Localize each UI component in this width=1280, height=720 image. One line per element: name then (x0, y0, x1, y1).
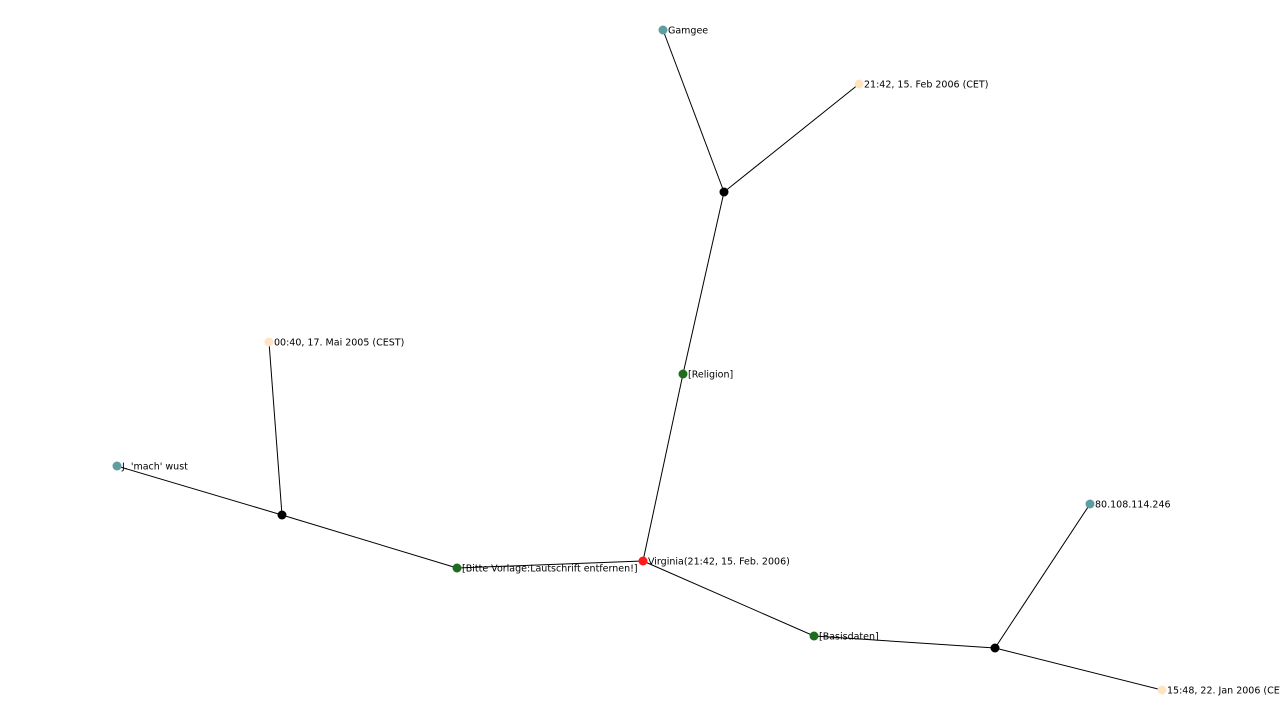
node-marker-user_ip[interactable] (1085, 499, 1095, 509)
edge-bitte-branch_left (281, 514, 458, 569)
node-user_gamgee[interactable]: Gamgee (658, 25, 709, 37)
edge-branch_left-time_mai (268, 341, 283, 516)
node-marker-religion[interactable] (678, 369, 688, 379)
edge-religion-branch_top (682, 191, 725, 375)
edge-root-basisdaten (642, 560, 815, 637)
node-basisdaten[interactable]: [Basisdaten] (809, 631, 879, 643)
node-label-bitte: [Bitte Vorlage:Lautschrift entfernen!] (462, 564, 638, 575)
node-time_feb[interactable]: 21:42, 15. Feb 2006 (CET) (854, 79, 989, 91)
node-label-user_ip: 80.108.114.246 (1095, 500, 1171, 511)
edge-root-religion (642, 373, 684, 562)
edge-branch_right-user_ip (994, 503, 1091, 649)
edge-branch_right-time_jan (994, 647, 1163, 691)
node-marker-root[interactable] (638, 556, 648, 566)
node-marker-bitte[interactable] (452, 563, 462, 573)
node-user_wust[interactable]: J. 'mach' wust (112, 461, 189, 473)
edge-branch_top-user_gamgee (662, 29, 725, 193)
node-marker-time_jan[interactable] (1157, 685, 1167, 695)
node-marker-user_wust[interactable] (112, 461, 122, 471)
node-marker-user_gamgee[interactable] (658, 25, 668, 35)
edges-layer (116, 29, 1163, 691)
node-bitte[interactable]: [Bitte Vorlage:Lautschrift entfernen!] (452, 563, 638, 575)
node-branch_top[interactable] (719, 187, 729, 197)
node-root[interactable]: Virginia(21:42, 15. Feb. 2006) (638, 556, 790, 568)
node-label-user_wust: J. 'mach' wust (121, 462, 188, 473)
edge-branch_left-user_wust (116, 465, 283, 516)
node-label-user_gamgee: Gamgee (668, 26, 708, 37)
node-religion[interactable]: [Religion] (678, 369, 734, 381)
node-label-time_feb: 21:42, 15. Feb 2006 (CET) (864, 80, 988, 91)
node-marker-branch_left[interactable] (277, 510, 287, 520)
node-label-root: Virginia(21:42, 15. Feb. 2006) (648, 557, 790, 568)
edge-basisdaten-branch_right (813, 635, 996, 649)
node-marker-branch_top[interactable] (719, 187, 729, 197)
node-label-time_jan: 15:48, 22. Jan 2006 (CET) (1167, 686, 1280, 697)
node-marker-time_mai[interactable] (264, 337, 274, 347)
node-time_jan[interactable]: 15:48, 22. Jan 2006 (CET) (1157, 685, 1280, 697)
node-branch_left[interactable] (277, 510, 287, 520)
node-time_mai[interactable]: 00:40, 17. Mai 2005 (CEST) (264, 337, 405, 349)
nodes-layer: Virginia(21:42, 15. Feb. 2006) [Religion]… (112, 25, 1280, 697)
node-branch_right[interactable] (990, 643, 1000, 653)
node-marker-branch_right[interactable] (990, 643, 1000, 653)
node-label-basisdaten: [Basisdaten] (819, 632, 879, 643)
node-label-religion: [Religion] (688, 370, 733, 381)
edge-root-bitte (456, 560, 644, 569)
node-marker-basisdaten[interactable] (809, 631, 819, 641)
node-user_ip[interactable]: 80.108.114.246 (1085, 499, 1171, 511)
node-marker-time_feb[interactable] (854, 79, 864, 89)
node-label-time_mai: 00:40, 17. Mai 2005 (CEST) (274, 338, 404, 349)
edge-branch_top-time_feb (723, 83, 860, 193)
